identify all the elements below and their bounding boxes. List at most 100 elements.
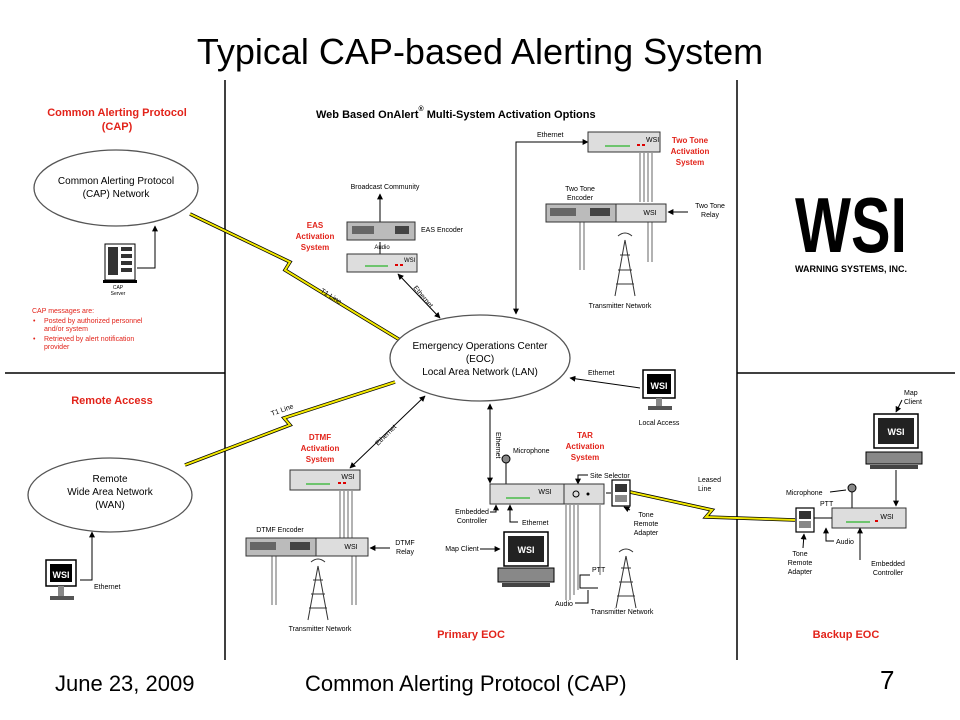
site-selector-label: Site Selector — [590, 473, 630, 480]
local-access-label: Local Access — [639, 420, 680, 427]
svg-text:•: • — [33, 318, 36, 325]
local-access-section: Ethernet WSI Local Access — [569, 369, 680, 427]
two-tone-cables — [579, 153, 653, 270]
backup-tra-1: Tone — [792, 551, 807, 558]
eas-title-2: Activation — [296, 232, 335, 241]
dtmf-wsi-mid-label: WSI — [344, 544, 357, 551]
eoc-line1: Emergency Operations Center — [412, 341, 548, 352]
ethernet-vertical: Ethernet — [494, 432, 501, 459]
backup-embedded-2: Controller — [873, 570, 904, 577]
dtmf-wsi-top-label: WSI — [341, 474, 354, 481]
svg-text:WSI: WSI — [888, 427, 905, 437]
backup-microphone-icon — [847, 483, 857, 510]
ethernet-local: Ethernet — [588, 370, 615, 377]
cap-messages-heading: CAP messages are: — [32, 308, 94, 315]
tar-cables — [565, 505, 601, 600]
audio-bk: Audio — [836, 539, 854, 546]
two-tone-encoder-device — [545, 203, 617, 223]
two-tone-encoder-1: Two Tone — [565, 186, 595, 193]
web-based-header: Web Based OnAlert® Multi-System Activati… — [316, 105, 596, 121]
cap-header-line2: (CAP) — [102, 121, 133, 133]
remote-section: Remote Access Remote Wide Area Network (… — [27, 395, 193, 600]
map-client-bk-2: Client — [904, 399, 922, 406]
t1-line-upper: T1 Line — [319, 288, 343, 306]
remote-ethernet-line — [80, 531, 95, 581]
microphone-bk: Microphone — [786, 490, 823, 497]
tar-title-3: System — [571, 453, 599, 462]
eas-audio-label: Audio — [374, 245, 390, 251]
dtmf-title-2: Activation — [301, 444, 340, 453]
tar-phone-icon — [611, 479, 631, 507]
tar-tra-1: Tone — [638, 512, 653, 519]
eas-encoder-device — [346, 221, 416, 241]
remote-wan-line2: Wide Area Network — [67, 487, 154, 498]
cap-messages-item1b: and/or system — [44, 326, 88, 333]
map-client-tar: Map Client — [445, 546, 479, 553]
backup-phone-icon — [795, 507, 815, 533]
embedded-tar-1: Embedded — [455, 509, 489, 516]
tx-network-two-tone: Transmitter Network — [589, 303, 652, 310]
dtmf-tower-icon — [307, 558, 329, 621]
tar-tower-icon — [615, 548, 637, 609]
dtmf-relay-2: Relay — [396, 549, 414, 556]
backup-tra-3: Adapter — [788, 569, 813, 576]
slide-title: Typical CAP-based Alerting System — [196, 31, 764, 72]
wsi-logo: WSI WARNING SYSTEMS, INC. — [795, 181, 907, 274]
eas-title-1: EAS — [307, 221, 324, 230]
backup-wsi-label: WSI — [880, 514, 893, 521]
cap-messages-item2b: provider — [44, 344, 70, 351]
two-tone-encoder-2: Encoder — [567, 195, 594, 202]
remote-wan-line3: (WAN) — [95, 500, 125, 511]
tar-tra-2: Remote — [634, 521, 659, 528]
tar-microphone-icon — [501, 454, 511, 484]
remote-computer-icon: WSI — [45, 559, 77, 600]
cap-messages-item1: Posted by authorized personnel — [44, 318, 143, 325]
eoc-line3: Local Area Network (LAN) — [422, 367, 538, 378]
cap-server-icon — [103, 243, 137, 283]
section-dividers — [5, 80, 955, 660]
backup-map-client-computer-icon: WSI — [865, 413, 923, 469]
footer-date: June 23, 2009 — [55, 671, 195, 696]
two-tone-title-2: Activation — [671, 147, 710, 156]
cap-server-label2: Server — [111, 291, 126, 297]
tar-section: Ethernet Microphone TAR Activation Syste… — [437, 403, 659, 641]
two-tone-title-3: System — [676, 158, 704, 167]
two-tone-section: Ethernet WSI Two Tone Activation System … — [513, 131, 725, 315]
eoc-ellipse — [389, 314, 571, 402]
svg-text:WSI: WSI — [518, 545, 535, 555]
svg-text:WSI: WSI — [651, 381, 668, 391]
ethernet-tar: Ethernet — [522, 520, 549, 527]
svg-text:•: • — [33, 336, 36, 343]
backup-wsi-device — [831, 507, 907, 529]
dtmf-title-3: System — [306, 455, 334, 464]
cap-server-arrow — [137, 225, 158, 269]
dtmf-title-1: DTMF — [309, 433, 331, 442]
cap-network-line1: Common Alerting Protocol — [58, 176, 174, 187]
ethernet-two-tone: Ethernet — [537, 132, 564, 139]
two-tone-wsi-mid-label: WSI — [643, 210, 656, 217]
map-client-bk-1: Map — [904, 390, 918, 397]
ethernet-dtmf: Ethernet — [374, 424, 398, 448]
eas-encoder-label: EAS Encoder — [421, 227, 464, 234]
local-access-computer-icon: WSI — [642, 369, 676, 410]
eas-wsi-label: WSI — [404, 258, 416, 264]
dtmf-cables — [271, 491, 357, 605]
eas-section: Broadcast Community EAS Activation Syste… — [296, 184, 464, 319]
tar-wsi-label: WSI — [538, 489, 551, 496]
t1-lines: T1 Line T1 Line Leased Line — [184, 212, 796, 522]
two-tone-relay-1: Two Tone — [695, 203, 725, 210]
backup-eoc-section: Map Client WSI Microphone PTT WSI — [786, 390, 923, 641]
cap-header-line1: Common Alerting Protocol — [47, 107, 187, 119]
dtmf-relay-1: DTMF — [395, 540, 414, 547]
backup-eoc-label: Backup EOC — [813, 629, 880, 641]
two-tone-relay-2: Relay — [701, 212, 719, 219]
embedded-tar-2: Controller — [457, 518, 488, 525]
footer-title: Common Alerting Protocol (CAP) — [305, 671, 627, 696]
svg-text:WSI: WSI — [53, 570, 70, 580]
wsi-logo-subtext: WARNING SYSTEMS, INC. — [795, 264, 907, 274]
microphone-tar: Microphone — [513, 448, 550, 455]
tx-network-dtmf: Transmitter Network — [289, 626, 352, 633]
primary-eoc-label: Primary EOC — [437, 629, 505, 641]
wsi-logo-text: WSI — [795, 181, 907, 269]
